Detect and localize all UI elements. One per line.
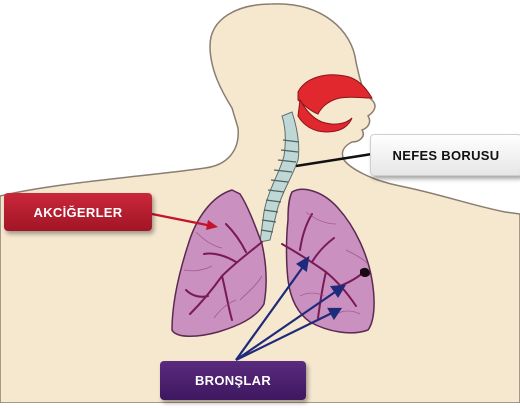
label-akcigerler: AKCİĞERLER (4, 193, 152, 231)
label-nefes-borusu: NEFES BORUSU (370, 134, 520, 176)
label-bronslar: BRONŞLAR (160, 361, 306, 400)
